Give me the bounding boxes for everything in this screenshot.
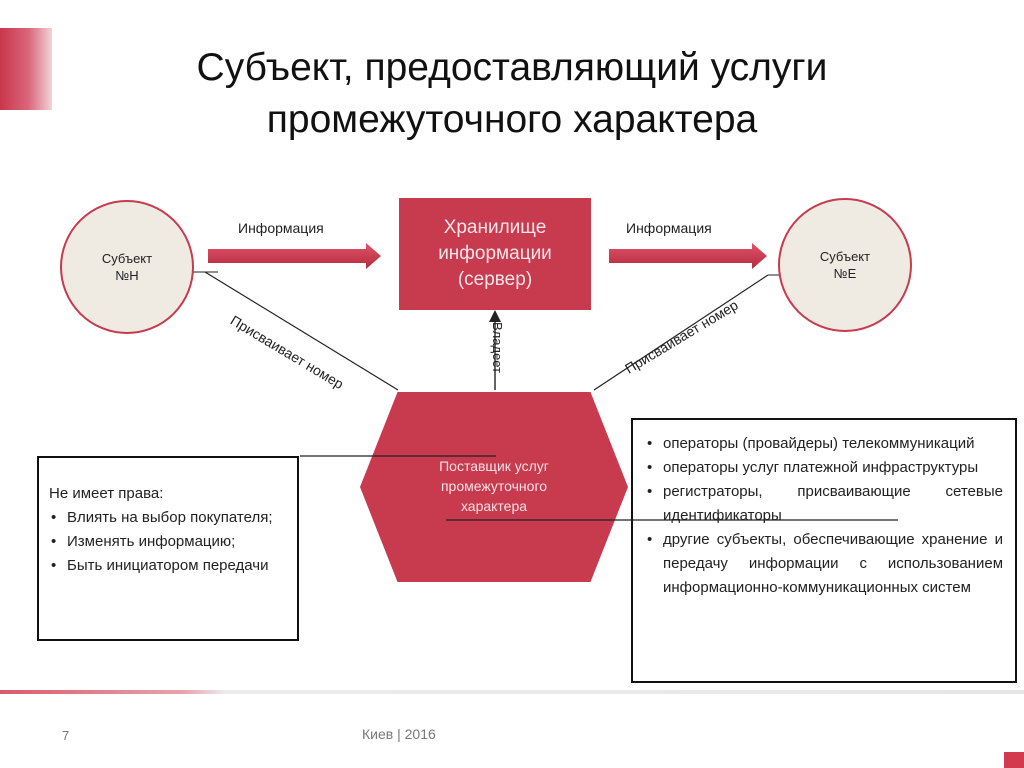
info-arrow-right — [609, 243, 767, 269]
slide-title: Субъект, предоставляющий услуги промежут… — [90, 42, 934, 146]
restrictions-heading: Не имеет права: — [49, 485, 164, 502]
title-line-1: Субъект, предоставляющий услуги — [196, 46, 828, 89]
info-label-left: Информация — [238, 220, 324, 236]
corner-accent — [1004, 752, 1024, 768]
list-item: Быть инициатором передачи — [49, 554, 287, 578]
list-item: другие субъекты, обеспечивающие хранение… — [645, 528, 1003, 600]
list-item: Влиять на выбор покупателя; — [49, 506, 287, 530]
subject-left-line-1: Субъект — [101, 251, 153, 266]
provider-label: Поставщик услуг промежуточного характера — [439, 458, 549, 514]
restrictions-box: Не имеет права: Влиять на выбор покупате… — [37, 456, 299, 641]
storage-line-1: Хранилище — [443, 217, 547, 238]
storage-server-box: Хранилище информации (сервер) — [399, 198, 591, 310]
list-item: операторы услуг платежной инфраструктуры — [645, 456, 1003, 480]
assign-connector-right — [593, 274, 769, 391]
provider-types-box: операторы (провайдеры) телекоммуникаций … — [631, 418, 1017, 683]
footer-text: Киев | 2016 — [362, 726, 436, 742]
footer-divider — [0, 690, 1024, 694]
info-label-right: Информация — [626, 220, 712, 236]
list-item: Изменять информацию; — [49, 530, 287, 554]
subject-right-circle: Субъект №Е — [778, 198, 912, 332]
owns-arrow-head — [489, 310, 501, 322]
list-item: операторы (провайдеры) телекоммуникаций — [645, 432, 1003, 456]
storage-line-2: информации — [438, 243, 552, 264]
restrictions-list: Влиять на выбор покупателя; Изменять инф… — [49, 506, 287, 578]
title-line-2: промежуточного характера — [266, 98, 758, 141]
subject-right-line-2: №Е — [833, 266, 857, 281]
storage-line-3: (сервер) — [457, 269, 533, 290]
accent-bar — [0, 28, 52, 110]
provider-hexagon: Поставщик услуг промежуточного характера — [360, 392, 628, 582]
subject-right-line-1: Субъект — [819, 249, 871, 264]
page-number: 7 — [62, 728, 70, 743]
subject-left-circle: Субъект №Н — [60, 200, 194, 334]
assign-connector-left — [204, 271, 399, 391]
subject-left-line-2: №Н — [115, 268, 139, 283]
info-arrow-left — [208, 243, 381, 269]
